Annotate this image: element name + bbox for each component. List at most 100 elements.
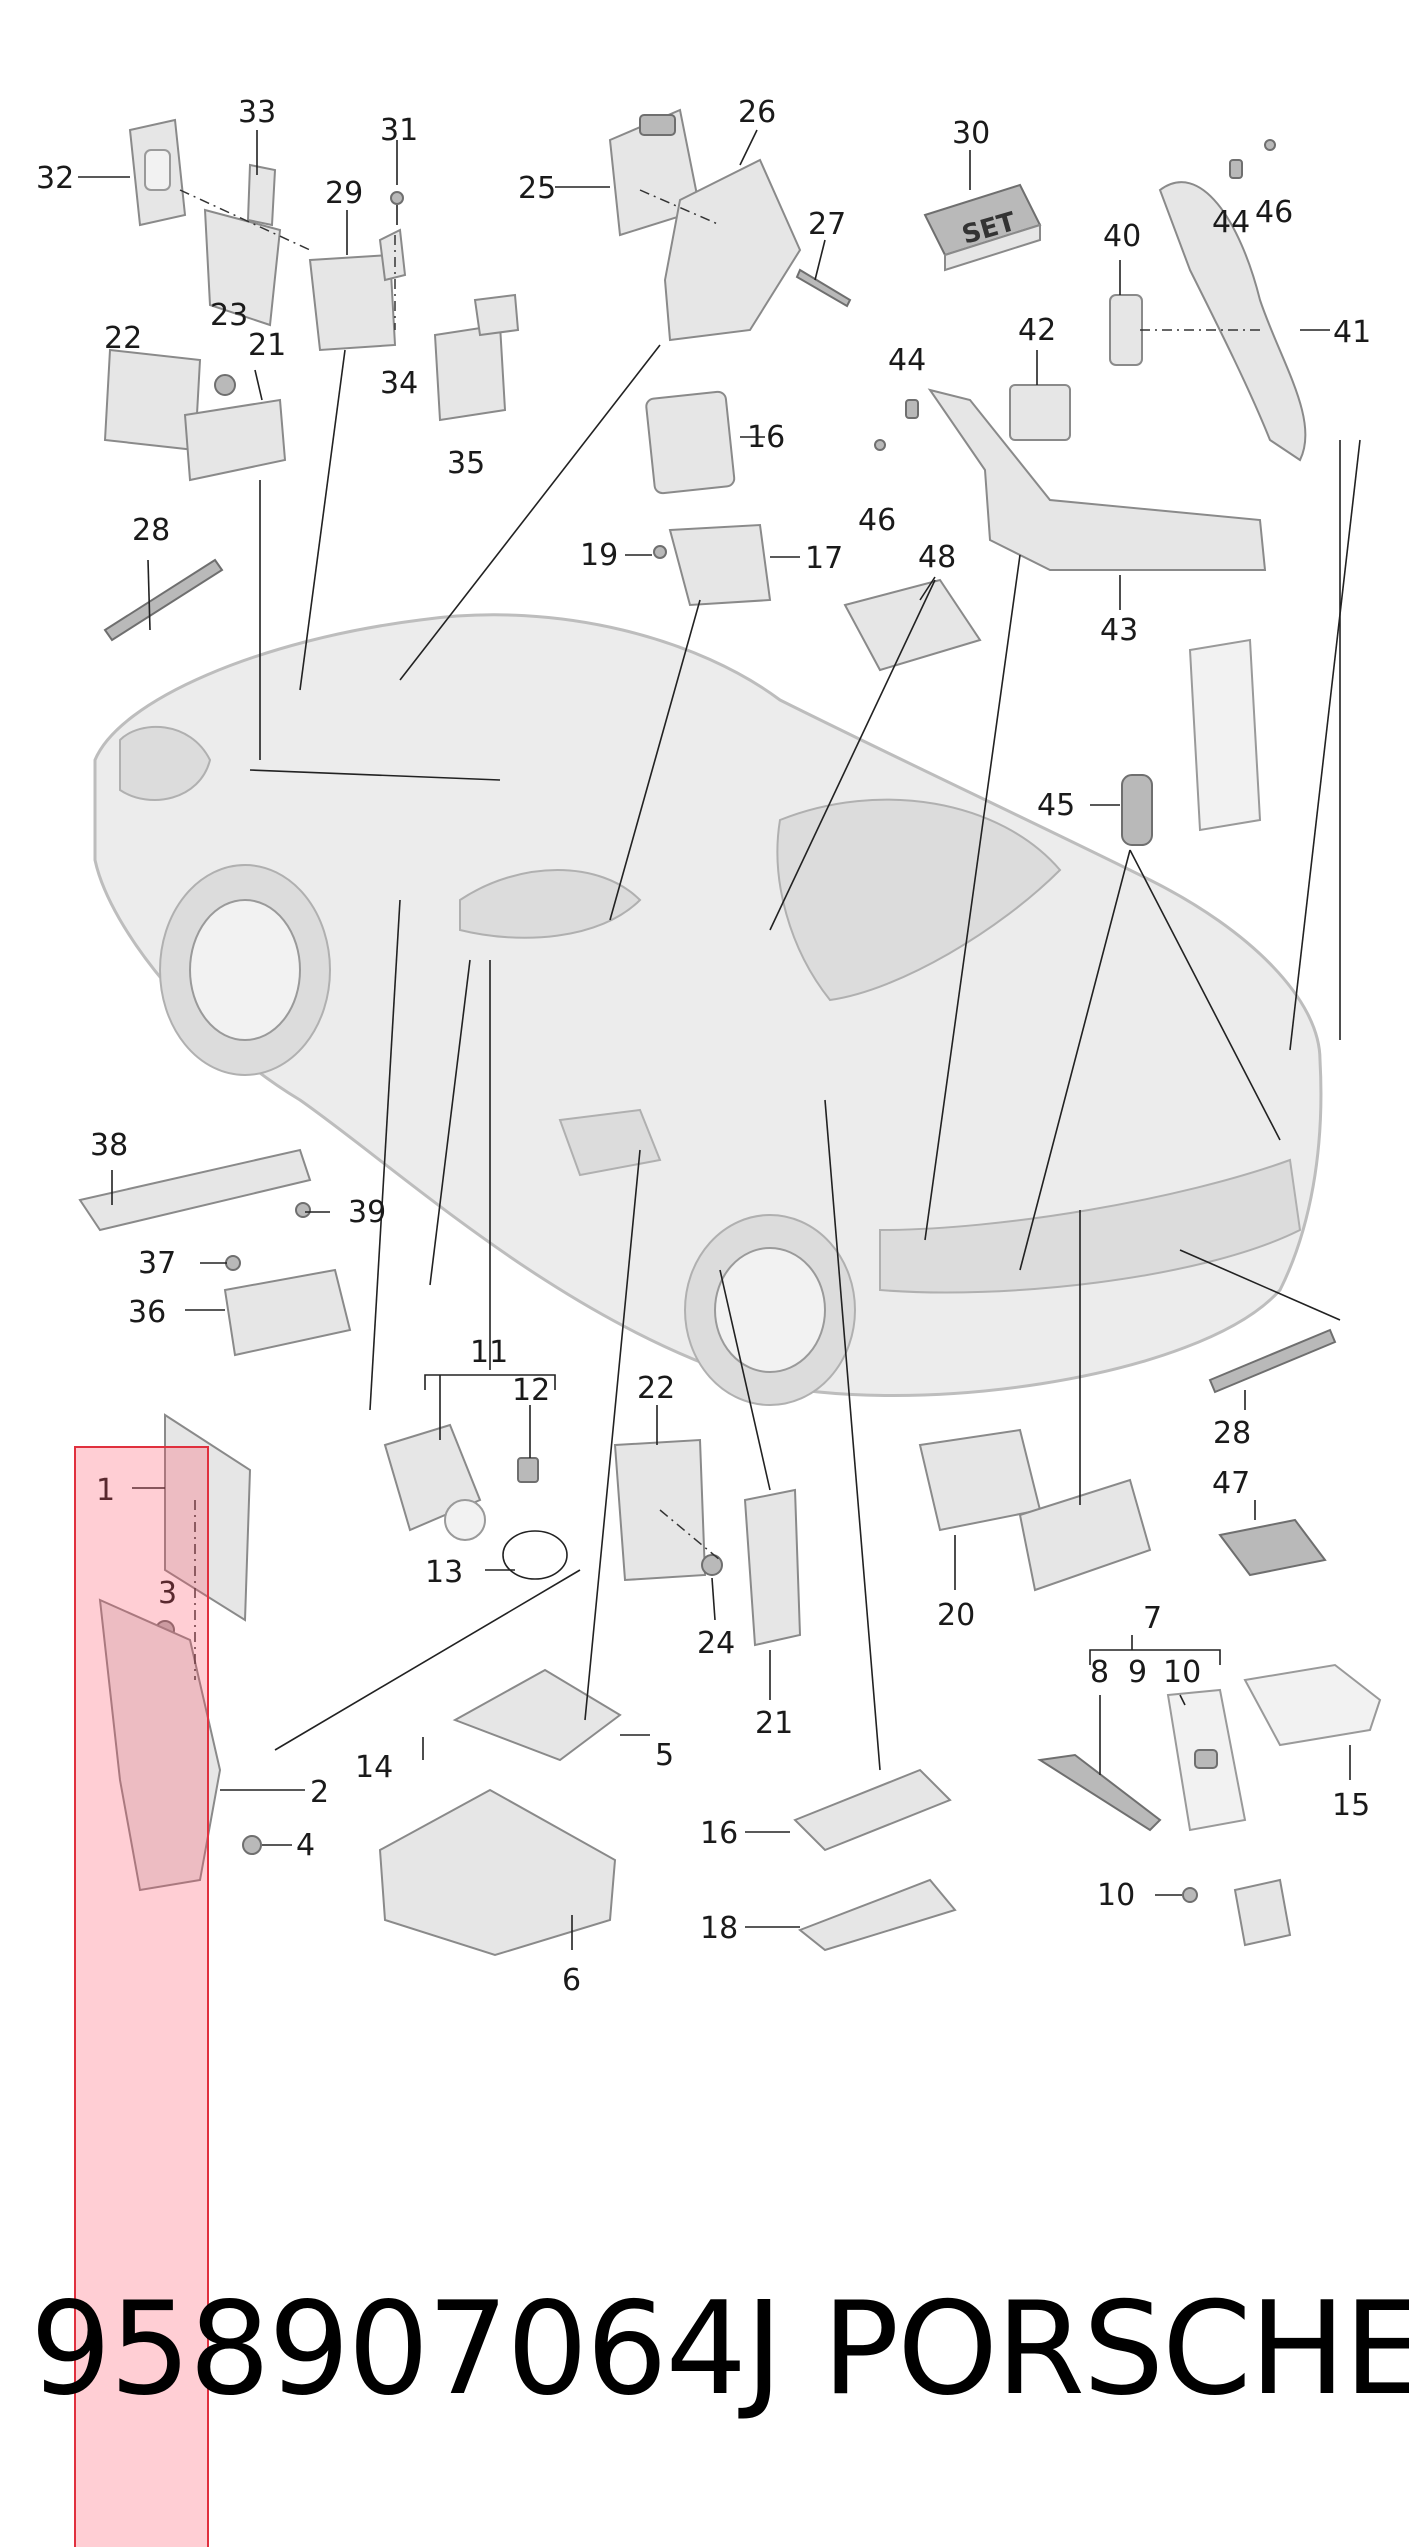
part-28b-antenna-rod [1208,1328,1337,1394]
part-43-rail [927,388,1267,571]
highlight-overlay [74,1446,209,2547]
part-16b-antenna [793,1768,952,1852]
callout-9: 9 [1128,1655,1147,1690]
callout-20: 20 [937,1598,975,1633]
part-18-frame [798,1878,957,1952]
callout-42: 42 [1018,313,1056,348]
part-number: 958907064J [30,2275,783,2424]
part-21b-antenna [743,1488,802,1647]
callout-10a: 10 [1163,1655,1201,1690]
callout-39: 39 [348,1195,386,1230]
part-31-screw [390,191,404,225]
callout-4: 4 [296,1828,315,1863]
part-19-nut [653,545,667,559]
part-2-bracket [98,1598,222,1892]
callout-23: 23 [210,298,248,333]
part-40-switch [1109,294,1143,366]
part-33-bracket [203,163,282,327]
part-41-trim [1158,181,1307,462]
callout-16a: 16 [747,420,785,455]
callout-44a: 44 [1212,205,1250,240]
callout-43: 43 [1100,613,1138,648]
callout-44b: 44 [888,343,926,378]
callout-28b: 28 [1213,1416,1251,1451]
brand-name: PORSCHE [822,2275,1409,2424]
callout-36: 36 [128,1295,166,1330]
part-21-module [183,398,287,482]
callout-24: 24 [697,1626,735,1661]
callout-37: 37 [138,1246,176,1281]
part-29-module [308,228,407,352]
callout-14: 14 [355,1750,393,1785]
part-15-key-pouch [1243,1663,1382,1747]
callout-7: 7 [1143,1601,1162,1636]
part-36-ecu [223,1268,352,1357]
callout-11: 11 [470,1335,508,1370]
callout-27: 27 [808,207,846,242]
callout-6: 6 [562,1963,581,1998]
part-12-connector [517,1457,539,1483]
callout-28a: 28 [132,513,170,548]
callout-40: 40 [1103,219,1141,254]
part-10-key-tag [1182,1878,1292,1947]
car-body-illustration [93,613,1323,1406]
callout-46b: 46 [858,503,896,538]
part-46-screw [874,139,1276,451]
part-28-antenna-rod [103,558,224,642]
callout-15: 15 [1332,1788,1370,1823]
part-38-bracket [78,1148,312,1232]
part-25-control-unit [608,108,702,237]
part-23-nut [214,374,236,396]
leader-lines [78,129,1361,1950]
callout-18: 18 [700,1911,738,1946]
callout-46a: 46 [1255,195,1293,230]
footer: 958907064J PORSCHE [0,2275,1409,2425]
part-37-nut [225,1255,241,1271]
callout-16b: 16 [700,1816,738,1851]
part-16-antenna [645,390,736,495]
part-27-bolt [795,268,852,308]
callout-25: 25 [518,171,556,206]
part-6-holder [378,1788,617,1957]
callout-41: 41 [1333,315,1371,350]
part-17-bracket [668,523,772,607]
callout-19: 19 [580,538,618,573]
callout-45: 45 [1037,788,1075,823]
part-48-module [843,578,982,672]
callout-35: 35 [447,446,485,481]
callout-numbers: 32 33 29 31 25 26 27 30 44 46 40 41 42 4… [36,95,1371,1998]
part-32-bezel [128,118,187,227]
part-26-housing [663,158,802,342]
callout-38: 38 [90,1128,128,1163]
callout-26: 26 [738,95,776,130]
part-13-ring [502,1530,568,1580]
part-24-nut [701,1554,723,1576]
part-9-key-fob [1166,1688,1247,1832]
part-47-key-cover [1218,1518,1327,1577]
callout-32: 32 [36,161,74,196]
callout-13: 13 [425,1555,463,1590]
part-42-sensor [1009,384,1071,441]
part-8-key-blade [1037,1753,1162,1832]
callout-1: 1 [96,1473,115,1508]
callout-33: 33 [238,95,276,130]
part-20b-module [1018,1478,1152,1592]
part-44-clip [905,159,1243,419]
part-5-cover [452,1668,622,1762]
callout-48: 48 [918,540,956,575]
part-30-set-box: SET [923,183,1042,272]
part-4-nut [242,1835,262,1855]
callout-12: 12 [512,1373,550,1408]
callout-22b: 22 [637,1371,675,1406]
callout-8: 8 [1090,1655,1109,1690]
callout-21b: 21 [755,1706,793,1741]
callout-21a: 21 [248,328,286,363]
callout-30: 30 [952,116,990,151]
callout-34: 34 [380,366,418,401]
callout-10b: 10 [1097,1878,1135,1913]
callout-31: 31 [380,113,418,148]
part-14-cable [274,1569,581,1751]
part-45-handle [1121,638,1262,846]
callout-29: 29 [325,176,363,211]
